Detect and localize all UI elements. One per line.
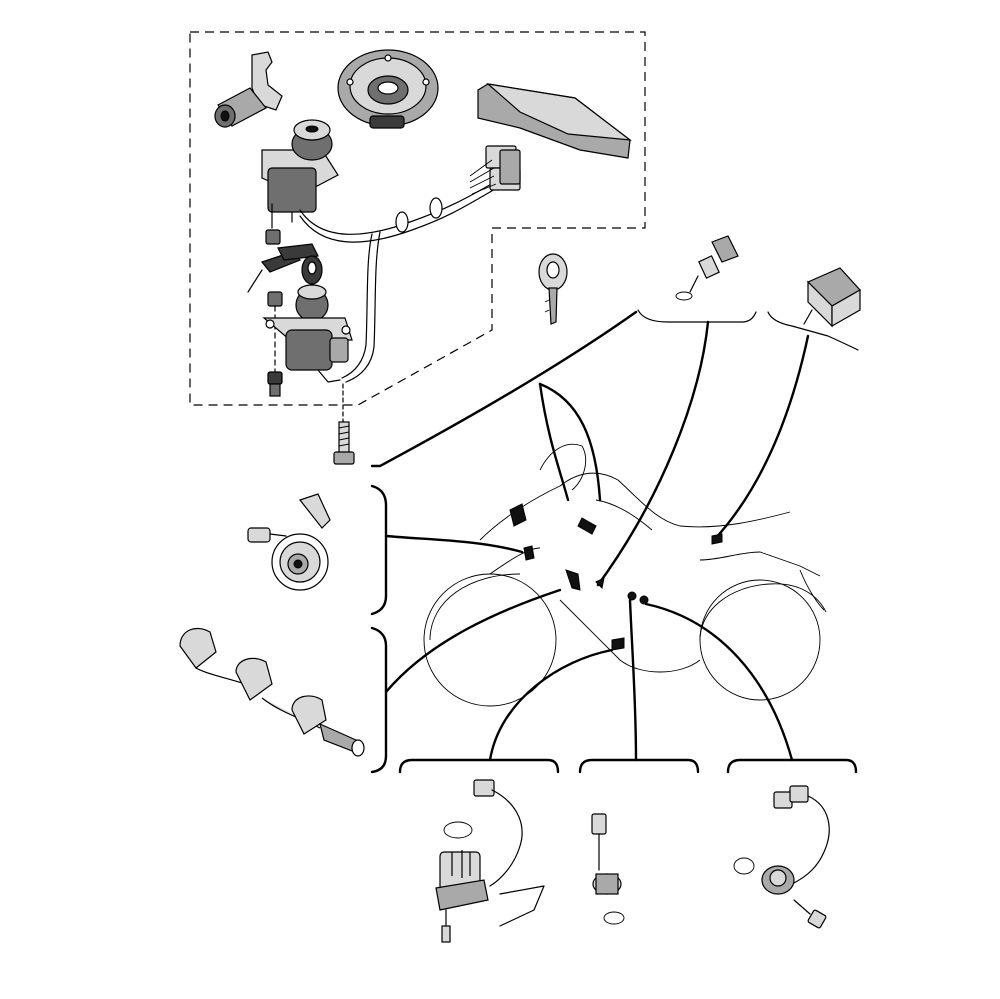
handlebar-switch-harness	[179, 627, 365, 757]
speed-sensor	[435, 779, 545, 943]
upper-bracket-branch-2	[538, 382, 602, 502]
bottom-bracket-center	[578, 758, 700, 774]
leader-right-bottom	[644, 602, 794, 762]
bottom-bracket-left	[398, 758, 560, 774]
main-switch-keys	[247, 243, 323, 293]
leader-relay	[712, 334, 810, 542]
position-sensor	[733, 785, 830, 929]
mounting-bolt	[333, 383, 355, 465]
neutral-switch	[591, 813, 625, 925]
left-bracket-horn	[370, 484, 388, 616]
fuel-tank-cap-lock	[337, 49, 439, 129]
lower-switch-body	[262, 284, 353, 383]
bike-component-markers	[509, 503, 723, 651]
horn	[247, 493, 331, 591]
leader-temp-sensor	[596, 320, 710, 587]
temp-sensor-callout	[637, 309, 757, 323]
steering-lock-cylinder	[214, 51, 283, 128]
spare-key	[538, 253, 568, 325]
washer-stack	[265, 203, 283, 397]
leader-center-bottom	[628, 598, 638, 762]
temperature-sensor	[675, 235, 739, 301]
kit-boundary	[189, 31, 646, 406]
bottom-bracket-right	[726, 758, 858, 774]
main-switch-assembly	[261, 119, 521, 383]
relay-unit	[803, 267, 861, 328]
relay-callout	[767, 311, 859, 351]
seat-lock-cover	[477, 83, 633, 159]
leader-harness	[384, 588, 562, 694]
left-bracket-harness	[370, 626, 388, 774]
upper-bracket	[370, 310, 638, 468]
leader-left-bottom	[488, 648, 614, 762]
leader-horn	[384, 534, 524, 554]
motorcycle-outline	[423, 443, 827, 707]
